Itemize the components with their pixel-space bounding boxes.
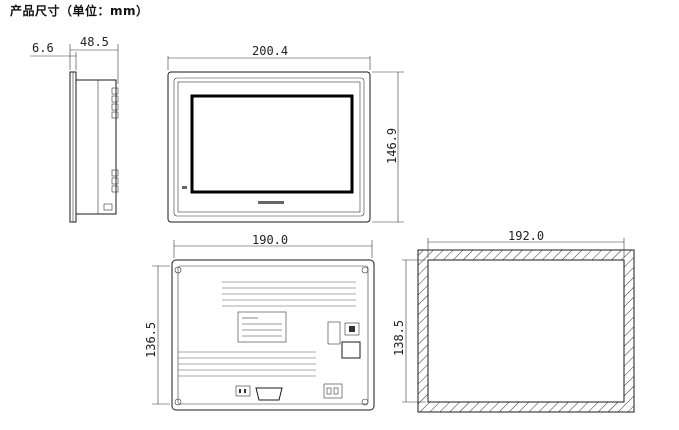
panel-cutout-opening — [427, 259, 625, 403]
side-view-body — [76, 79, 117, 215]
dim-front-height: 146.9 — [385, 128, 399, 164]
front-screen — [190, 94, 354, 194]
panel-cutout-hatch — [417, 249, 635, 413]
front-bezel-outer — [167, 71, 371, 223]
front-led — [182, 186, 187, 189]
dim-cutout-width: 192.0 — [508, 229, 544, 243]
dim-side-offset: 6.6 — [32, 41, 54, 55]
front-logo-mark — [258, 201, 284, 204]
front-bezel-inner — [173, 77, 365, 217]
rear-bottom-vents — [178, 351, 316, 377]
rear-view: 190.0 136.5 — [144, 233, 375, 411]
side-view: 48.5 6.6 — [30, 35, 119, 223]
panel-cutout: 192.0 138.5 — [392, 229, 635, 413]
rear-ethernet-port — [341, 341, 361, 359]
rear-usb-b-port — [344, 322, 360, 336]
rear-power-terminal — [323, 383, 343, 399]
dim-side-depth: 48.5 — [80, 35, 109, 49]
front-view: 200.4 146.9 — [167, 44, 404, 223]
dim-cutout-height: 138.5 — [392, 320, 406, 356]
dim-rear-width: 190.0 — [252, 233, 288, 247]
rear-com-port — [255, 387, 283, 401]
rear-usb-a-port — [327, 321, 341, 345]
rear-label-plate — [237, 311, 287, 343]
rear-screws — [174, 266, 369, 406]
rear-housing — [171, 259, 375, 411]
page-title: 产品尺寸（单位：mm） — [10, 4, 149, 18]
dim-front-width: 200.4 — [252, 44, 288, 58]
rear-top-vents — [222, 281, 356, 307]
rear-dip-switch — [235, 385, 251, 397]
dim-rear-height: 136.5 — [144, 322, 158, 358]
